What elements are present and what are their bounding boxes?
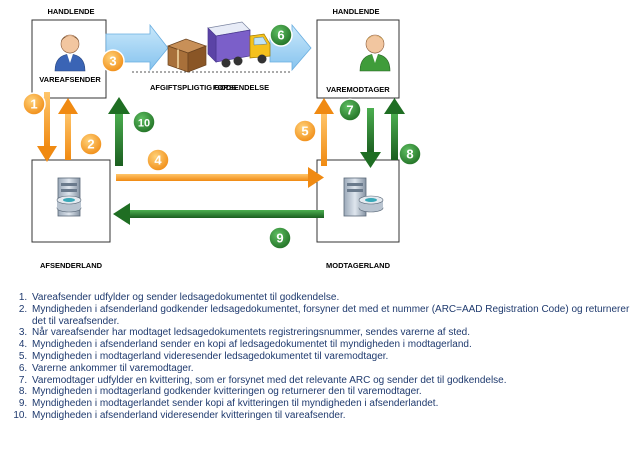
badge-number: 10: [138, 118, 150, 130]
badge-circle: [398, 142, 422, 166]
step-badge-7: 7: [338, 98, 362, 122]
arrow-5-up: [314, 98, 334, 166]
parcel-icon: [166, 38, 208, 73]
badge-circle: [22, 92, 46, 116]
step-badge-10: 10: [132, 110, 156, 134]
badge-circle: [293, 119, 317, 143]
step-item: Myndigheden i afsenderland videresender …: [30, 410, 630, 422]
server-icon: [56, 177, 82, 217]
arrow-9-left: [113, 203, 324, 225]
step-badge-2: 2: [79, 132, 103, 156]
badge-number: 9: [276, 231, 283, 246]
step-item: Varerne ankommer til varemodtager.: [30, 363, 630, 375]
step-item: Myndigheden i modtagerland videresender …: [30, 351, 630, 363]
server-icon: [343, 177, 384, 217]
step-item: Når vareafsender har modtaget ledsagedok…: [30, 327, 630, 339]
trader-right-caption: HANDLENDE: [332, 7, 379, 16]
arrow-4-right: [116, 167, 324, 188]
badge-number: 1: [30, 97, 37, 112]
goods-caption-text: AFGIFTSPLIGTIG GODS: [150, 83, 236, 92]
badge-circle: [146, 148, 170, 172]
flow-diagram: HANDLENDE HANDLENDE VAREAFSENDER VAREMOD…: [22, 7, 422, 270]
receiver-caption: VAREMODTAGER: [326, 85, 390, 94]
goods-caption: AFGIFTSPLIGTIG GODS: [150, 83, 236, 92]
step-badge-8: 8: [398, 142, 422, 166]
step-badge-9: 9: [268, 226, 292, 250]
badge-circle: [101, 49, 125, 73]
arrow-2-up: [58, 98, 78, 160]
badge-number: 5: [301, 124, 308, 139]
step-item: Myndigheden i afsenderland godkender led…: [30, 304, 630, 328]
step-badge-4: 4: [146, 148, 170, 172]
truck-icon: [207, 21, 271, 68]
step-badge-1: 1: [22, 92, 46, 116]
step-item: Myndigheden i afsenderland sender en kop…: [30, 339, 630, 351]
badge-number: 6: [277, 28, 284, 43]
badge-number: 4: [154, 153, 162, 168]
arrow-10-up: [108, 97, 130, 166]
person-icon: [359, 34, 391, 72]
step-badge-5: 5: [293, 119, 317, 143]
badge-circle: [268, 226, 292, 250]
arrow-8-up: [384, 98, 405, 160]
shipment-caption: FORSENDELSE: [213, 83, 269, 92]
badge-number: 7: [346, 103, 353, 118]
badge-circle: [79, 132, 103, 156]
badge-circle: [132, 110, 156, 134]
person-icon: [54, 34, 86, 72]
badge-layer: 1 2 3 4 5 6 7 8 9 10: [22, 23, 422, 250]
sender-caption: VAREAFSENDER: [39, 75, 101, 84]
badge-circle: [338, 98, 362, 122]
badge-circle: [269, 23, 293, 47]
badge-number: 8: [406, 147, 413, 162]
arrow-1-down: [37, 92, 57, 162]
arrow-7-down: [360, 108, 381, 168]
step-item: Myndigheden i modtagerlandet sender kopi…: [30, 398, 630, 410]
badge-number: 2: [87, 137, 94, 152]
step-list: Vareafsender udfylder og sender ledsaged…: [12, 292, 630, 422]
step-item: Vareafsender udfylder og sender ledsaged…: [30, 292, 630, 304]
trader-left-caption: HANDLENDE: [47, 7, 94, 16]
step-item: Myndigheden i modtagerland godkender kvi…: [30, 386, 630, 398]
sender-country-caption: AFSENDERLAND: [40, 261, 103, 270]
step-badge-6: 6: [269, 23, 293, 47]
badge-number: 3: [109, 54, 116, 69]
step-item: Varemodtager udfylder en kvittering, som…: [30, 375, 630, 387]
step-badge-3: 3: [101, 49, 125, 73]
receiver-country-caption: MODTAGERLAND: [326, 261, 391, 270]
